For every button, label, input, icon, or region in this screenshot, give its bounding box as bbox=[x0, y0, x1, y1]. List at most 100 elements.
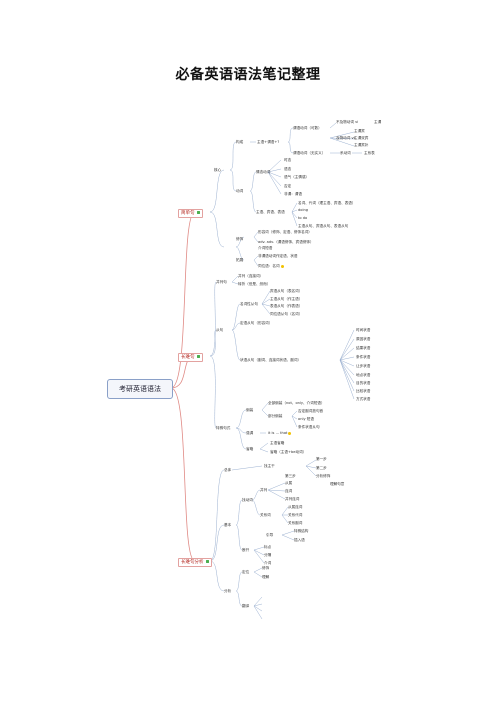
mindmap-node[interactable]: 同位语：名词 bbox=[258, 264, 284, 268]
mindmap-node[interactable]: doing bbox=[298, 208, 309, 212]
mindmap-node[interactable]: 主谓 bbox=[374, 120, 382, 124]
mindmap-node[interactable]: 总体 bbox=[224, 468, 232, 472]
mindmap-node[interactable]: 情态动词 bbox=[256, 170, 271, 174]
mindmap-node[interactable]: 非谓语动词作定语、状语 bbox=[258, 254, 298, 258]
mindmap-node[interactable]: 特殊结构 bbox=[294, 529, 309, 533]
mindmap-node[interactable]: 理解句意 bbox=[330, 482, 345, 486]
mindmap-node[interactable]: 宾语从句（表名词） bbox=[270, 289, 303, 293]
mindmap-node[interactable]: 省略 bbox=[246, 447, 254, 451]
mindmap-node[interactable]: 目的状语 bbox=[356, 381, 371, 385]
mindmap-node[interactable]: 从句 bbox=[216, 328, 224, 332]
mindmap-node[interactable]: 基本 bbox=[224, 523, 232, 527]
mindmap-node[interactable]: 部分倒装 bbox=[268, 414, 283, 418]
mindmap-node[interactable]: 时态 bbox=[284, 158, 292, 162]
branch-label: 长难句 bbox=[181, 355, 195, 360]
mindmap-node[interactable]: 让步状语 bbox=[356, 364, 371, 368]
mindmap-node[interactable]: 条件状语从句 bbox=[298, 425, 320, 429]
mindmap-node[interactable]: 及物动词 vt bbox=[336, 136, 356, 140]
mindmap-node[interactable]: 第二步 bbox=[316, 466, 327, 470]
mindmap-node[interactable]: 主谓双宾 bbox=[354, 136, 369, 140]
mindmap-node[interactable]: 定语从句（形容词） bbox=[240, 321, 273, 325]
mindmap-node[interactable]: adv. adv.（谓语修饰、宾语修饰） bbox=[258, 240, 314, 244]
mindmap-node[interactable]: 形容词（修饰、定语、修饰名词） bbox=[258, 230, 312, 234]
mindmap-node[interactable]: 语态 bbox=[284, 167, 292, 171]
mindmap-node[interactable]: 并列（连接词） bbox=[238, 274, 264, 278]
mindmap-node[interactable]: 主语+谓语+? bbox=[257, 140, 280, 144]
mindmap-node[interactable]: 连词 bbox=[285, 489, 293, 493]
mindmap-node[interactable]: 条件状语 bbox=[356, 355, 371, 359]
mindmap-node[interactable]: 主系表 bbox=[364, 151, 375, 155]
mindmap-node[interactable]: 主谓宾补 bbox=[354, 143, 369, 147]
mindmap-node[interactable]: 语气（主情感） bbox=[284, 175, 310, 179]
mindmap-node[interactable]: 名词、代词（理主语、宾语、表语） bbox=[298, 201, 356, 205]
mindmap-node[interactable]: 从属连词 bbox=[288, 505, 303, 509]
mindmap-node[interactable]: 定位 bbox=[242, 570, 250, 574]
mindmap-node[interactable]: 构成 bbox=[236, 140, 244, 144]
mindmap-node[interactable]: 结果状语 bbox=[356, 346, 371, 350]
branch-simple-sentence[interactable]: 简单句 bbox=[178, 209, 203, 218]
mindmap-node[interactable]: 分析 bbox=[224, 589, 232, 593]
mindmap-node[interactable]: 分隔 bbox=[264, 553, 272, 557]
mindmap-node[interactable]: 状语从句（副词、连接词状语、副词） bbox=[240, 358, 302, 362]
mindmap-node[interactable]: 修饰 bbox=[236, 237, 244, 241]
mindmap-node[interactable]: 强调 bbox=[246, 431, 254, 435]
mindmap-node[interactable]: 全部倒装（not、only、介词短语） bbox=[268, 401, 325, 405]
mindmap-node[interactable]: 找主干 bbox=[264, 464, 275, 468]
mindmap-node[interactable]: 动词 bbox=[236, 189, 244, 193]
mindmap-node[interactable]: 分析修饰 bbox=[316, 474, 331, 478]
mindmap-node[interactable]: 方式状语 bbox=[356, 397, 371, 401]
root-node[interactable]: 考研英语语法 bbox=[107, 379, 173, 399]
mindmap-node[interactable]: 并列句 bbox=[216, 280, 227, 284]
mindmap-node[interactable]: 省略（主语+be动词） bbox=[270, 450, 307, 454]
branch-long-sentence[interactable]: 长难句 bbox=[178, 353, 203, 362]
mindmap-node[interactable]: 找动词 bbox=[242, 498, 253, 502]
mindmap-node[interactable]: 同位语从句（名词） bbox=[270, 312, 303, 316]
mindmap-node[interactable]: 关系词 bbox=[260, 513, 271, 517]
mindmap-node[interactable]: 倒装 bbox=[246, 408, 254, 412]
mindmap-node[interactable]: only 短语 bbox=[298, 417, 314, 421]
mindmap-node[interactable]: 否定 bbox=[284, 184, 292, 188]
mindmap-node[interactable]: 翻译 bbox=[242, 604, 250, 608]
mindmap-node[interactable]: 标点 bbox=[264, 545, 272, 549]
mindmap-node[interactable]: 断开 bbox=[242, 548, 250, 552]
mindmap-node[interactable]: 修饰 bbox=[262, 566, 270, 570]
mindmap-node[interactable]: 谓语动词（可数） bbox=[293, 126, 322, 130]
mindmap-node[interactable]: 第三步 bbox=[285, 474, 296, 478]
mindmap-node[interactable]: 并列连词 bbox=[285, 497, 300, 501]
mindmap-node[interactable]: 关系代词 bbox=[288, 513, 303, 517]
mindmap-node[interactable]: 主语从句（作主语） bbox=[270, 297, 303, 301]
mindmap-node[interactable]: 比较状语 bbox=[356, 389, 371, 393]
mindmap-node[interactable]: 并列 bbox=[260, 488, 268, 492]
mindmap-node[interactable]: 否定副词放句首 bbox=[298, 409, 324, 413]
mindmap-node[interactable]: 时间状语 bbox=[356, 328, 371, 332]
mindmap-node[interactable]: 特殊句式 bbox=[216, 426, 231, 430]
mindmap-node[interactable]: 插入语 bbox=[294, 538, 305, 542]
branch-label: 简单句 bbox=[181, 211, 195, 216]
mindmap-node[interactable]: 系动词 bbox=[340, 151, 351, 155]
mindmap-node[interactable]: 转折（但是、然而） bbox=[238, 282, 271, 286]
branch-long-sentence-analysis[interactable]: 长难句分析 bbox=[178, 558, 212, 567]
mindmap-node[interactable]: 引导 bbox=[266, 533, 274, 537]
mindmap-node[interactable]: 核心 bbox=[214, 168, 222, 172]
mindmap-node[interactable]: it is ... that bbox=[268, 431, 292, 435]
mindmap-node[interactable]: to do bbox=[298, 216, 308, 220]
mindmap-node[interactable]: 谓语动词（无实义） bbox=[293, 151, 326, 155]
mindmap-node[interactable]: 非谓：谓语 bbox=[284, 192, 302, 196]
mindmap-node[interactable]: 介词短语 bbox=[258, 246, 273, 250]
mindmap-node[interactable]: 关系副词 bbox=[288, 521, 303, 525]
mindmap-node[interactable]: 理解 bbox=[262, 575, 270, 579]
mindmap-node[interactable]: 表语从句（作表语） bbox=[270, 304, 303, 308]
mindmap-node[interactable]: 介词 bbox=[264, 561, 272, 565]
mindmap-node[interactable]: 原因状语 bbox=[356, 337, 371, 341]
mindmap-node[interactable]: 拓展 bbox=[236, 258, 244, 262]
mindmap-node[interactable]: 地点状语 bbox=[356, 373, 371, 377]
mindmap-node[interactable]: 主语、宾语、表语 bbox=[256, 210, 285, 214]
mindmap-node[interactable]: 主语从句、宾语从句、表语从句 bbox=[298, 224, 349, 228]
mindmap-node[interactable]: 不及物动词 vi bbox=[336, 120, 359, 124]
mindmap-node[interactable]: 名词性从句 bbox=[240, 302, 258, 306]
mindmap-node[interactable]: 主语省略 bbox=[270, 441, 285, 445]
mindmap-node[interactable]: 第一步 bbox=[316, 457, 327, 461]
mindmap-node[interactable]: 主谓宾 bbox=[354, 129, 365, 133]
mindmap-node[interactable]: 从属 bbox=[285, 481, 293, 485]
